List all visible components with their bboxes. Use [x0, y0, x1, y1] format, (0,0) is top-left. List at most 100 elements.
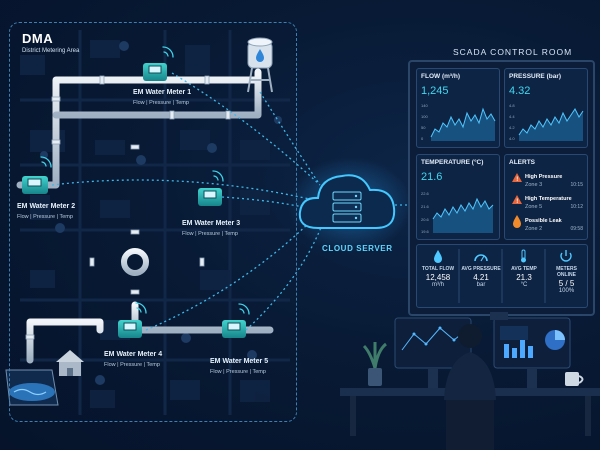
meter-2-readings: Flow | Pressure | Temp — [17, 214, 73, 220]
flow-title: FLOW (m³/h) — [421, 73, 460, 80]
pressure-sparkline: 4.8 4.4 4.2 4.0 — [509, 103, 584, 141]
kpi-unit: bar — [476, 282, 486, 288]
alert-time: 10:15 — [570, 182, 583, 188]
meter-5-label: EM Water Meter 5 Flow | Pressure | Temp — [210, 356, 268, 378]
kpi-label: TOTAL FLOW — [421, 266, 455, 272]
alert-title: Possible Leak — [525, 218, 562, 224]
meter-4-readings: Flow | Pressure | Temp — [104, 362, 160, 368]
thermometer-icon — [521, 249, 526, 263]
alert-possible-leak[interactable]: Possible Leak Zone 2 — [525, 217, 562, 233]
kpi-label: AVG PRESSURE — [461, 266, 501, 272]
dma-boundary — [9, 22, 297, 422]
monitor-stand — [490, 312, 508, 320]
flow-tick-2: 50 — [421, 125, 426, 130]
pressure-title: PRESSURE (bar) — [509, 73, 562, 80]
meter-5-readings: Flow | Pressure | Temp — [210, 369, 266, 375]
scada-title: SCADA CONTROL ROOM — [453, 47, 573, 57]
meter-1-readings: Flow | Pressure | Temp — [133, 100, 189, 106]
alert-zone: Zone 3 — [525, 182, 543, 188]
kpi-value: 5 / 5 — [558, 279, 575, 288]
meter-5-device — [222, 320, 246, 338]
pressure-panel[interactable]: PRESSURE (bar) 4.32 4.8 4.4 4.2 4.0 — [504, 68, 588, 148]
reservoir-icon — [5, 369, 59, 406]
warning-icon — [512, 195, 522, 204]
alert-time: 09:58 — [570, 226, 583, 232]
alert-icons: ! ! — [512, 173, 522, 228]
temperature-title: TEMPERATURE (°C) — [421, 159, 484, 166]
pump-house-icon — [56, 350, 84, 376]
temperature-tick-3: 19.6 — [421, 229, 430, 234]
kpi-value: 4.21 — [473, 273, 489, 282]
alert-high-pressure[interactable]: High Pressure Zone 3 — [525, 173, 562, 189]
temperature-tick-0: 22.6 — [421, 191, 430, 196]
junction-ring — [121, 248, 149, 276]
temperature-tick-1: 21.6 — [421, 204, 430, 209]
meter-1-device — [143, 63, 167, 81]
kpi-label: AVG TEMP — [511, 266, 537, 272]
scada-monitor: FLOW (m³/h) 1,245 140 100 50 0 PRESSURE … — [408, 60, 595, 316]
kpi-avg-temp: AVG TEMP 21.3 °C — [503, 266, 545, 288]
temperature-sparkline: 22.6 21.6 20.6 19.6 — [421, 191, 494, 234]
alerts-title: ALERTS — [509, 159, 535, 166]
water-tower-icon — [247, 37, 273, 93]
temperature-tick-2: 20.6 — [421, 217, 430, 222]
gauge-icon — [474, 254, 488, 262]
dma-subtitle: District Metering Area — [22, 48, 80, 54]
flow-tick-0: 140 — [421, 103, 428, 108]
flow-panel[interactable]: FLOW (m³/h) 1,245 140 100 50 0 — [416, 68, 500, 148]
dma-title: DMA — [22, 31, 54, 46]
meter-3-title: EM Water Meter 3 — [182, 220, 241, 227]
flow-tick-3: 0 — [421, 136, 424, 141]
alert-title: High Temperature — [525, 196, 572, 202]
kpi-meters-online: METERS ONLINE 5 / 5 100% — [546, 266, 587, 294]
cloud-server-icon — [298, 174, 396, 229]
kpi-value: 21.3 — [516, 273, 532, 282]
pressure-tick-2: 4.2 — [509, 125, 515, 130]
meter-2-title: EM Water Meter 2 — [17, 203, 76, 210]
power-icon — [560, 250, 572, 262]
water-drop-icon — [434, 250, 442, 263]
flow-sparkline: 140 100 50 0 — [421, 103, 496, 141]
warning-icon — [512, 173, 522, 182]
flow-tick-1: 100 — [421, 114, 428, 119]
svg-text:!: ! — [516, 177, 518, 183]
kpi-avg-pressure: AVG PRESSURE 4.21 bar — [460, 266, 502, 288]
flow-value: 1,245 — [421, 85, 449, 97]
pressure-tick-3: 4.0 — [509, 136, 515, 141]
temperature-value: 21.6 — [421, 171, 443, 183]
dma-label: DMA District Metering Area — [22, 31, 79, 54]
wifi-icons — [40, 46, 250, 315]
control-room-scene — [340, 317, 600, 450]
kpi-unit: 100% — [558, 288, 575, 294]
water-drop-icon — [513, 215, 521, 228]
meter-4-title: EM Water Meter 4 — [104, 351, 163, 358]
meter-1-title: EM Water Meter 1 — [133, 89, 192, 96]
map-blocks — [20, 40, 270, 408]
alert-time: 10:12 — [570, 204, 583, 210]
meter-2-device — [22, 176, 48, 194]
alert-zone: Zone 2 — [525, 226, 543, 232]
svg-text:!: ! — [516, 199, 518, 205]
meter-3-readings: Flow | Pressure | Temp — [182, 231, 238, 237]
alert-high-temperature[interactable]: High Temperature Zone 5 — [525, 195, 572, 211]
alerts-panel[interactable]: ALERTS ! ! High Pressure Zone 3 10:15 Hi… — [504, 154, 588, 240]
pipe-flanges — [25, 75, 231, 340]
meter-4-device — [118, 320, 142, 338]
pressure-tick-0: 4.8 — [509, 103, 515, 108]
temperature-panel[interactable]: TEMPERATURE (°C) 21.6 22.6 21.6 20.6 19.… — [416, 154, 500, 240]
meter-3-label: EM Water Meter 3 Flow | Pressure | Temp — [182, 218, 240, 240]
kpi-icons — [434, 249, 572, 303]
kpi-unit: m³/h — [432, 282, 444, 288]
pressure-value: 4.32 — [509, 85, 531, 97]
cloud-server-label: CLOUD SERVER — [322, 244, 393, 253]
meter-1-label: EM Water Meter 1 Flow | Pressure | Temp — [133, 87, 191, 109]
meter-3-device — [198, 188, 222, 206]
pressure-tick-1: 4.4 — [509, 114, 515, 119]
kpi-total-flow: TOTAL FLOW 12,458 m³/h — [417, 266, 459, 288]
meter-5-title: EM Water Meter 5 — [210, 358, 269, 365]
kpi-label: METERS ONLINE — [556, 266, 577, 278]
meter-2-label: EM Water Meter 2 Flow | Pressure | Temp — [17, 201, 75, 223]
kpi-strip: TOTAL FLOW 12,458 m³/h AVG PRESSURE 4.21… — [416, 244, 588, 308]
